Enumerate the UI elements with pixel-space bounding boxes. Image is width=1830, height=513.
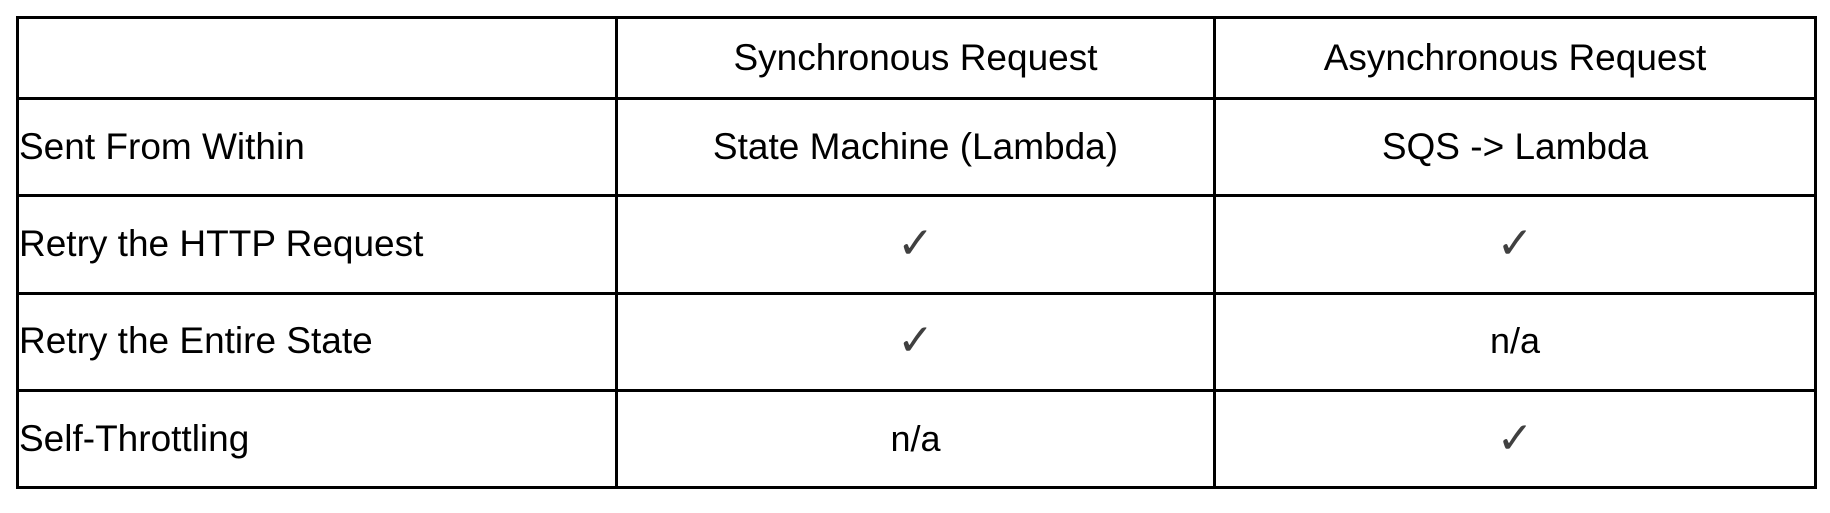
row-label-retry-the-http-request: Retry the HTTP Request	[16, 194, 618, 295]
cell-retry-http-request-synchronous: ✓	[615, 194, 1216, 295]
table-row: Sent From Within State Machine (Lambda) …	[16, 96, 1817, 198]
row-label-self-throttling: Self-Throttling	[16, 388, 618, 490]
checkmark-icon: ✓	[1496, 412, 1534, 464]
table-row: Self-Throttling n/a ✓	[16, 388, 1817, 490]
row-label-sent-from-within: Sent From Within	[16, 96, 618, 198]
checkmark-icon: ✓	[1496, 218, 1534, 270]
comparison-table: Synchronous Request Asynchronous Request…	[16, 16, 1817, 490]
checkmark-icon: ✓	[897, 218, 934, 270]
cell-sent-from-within-asynchronous: SQS -> Lambda	[1213, 96, 1817, 198]
cell-retry-entire-state-asynchronous: n/a	[1213, 291, 1817, 392]
column-header-synchronous: Synchronous Request	[615, 16, 1216, 100]
checkmark-icon: ✓	[897, 315, 934, 367]
column-header-asynchronous: Asynchronous Request	[1213, 16, 1817, 100]
cell-text: n/a	[890, 417, 941, 459]
table-row: Retry the Entire State ✓ n/a	[16, 291, 1817, 392]
table-row: Retry the HTTP Request ✓ ✓	[16, 194, 1817, 295]
table-header-row: Synchronous Request Asynchronous Request	[16, 16, 1817, 100]
table-body: Sent From Within State Machine (Lambda) …	[16, 96, 1817, 490]
row-label-retry-the-entire-state: Retry the Entire State	[16, 291, 618, 392]
cell-text: State Machine (Lambda)	[712, 125, 1119, 167]
cell-text: SQS -> Lambda	[1381, 125, 1649, 167]
cell-sent-from-within-synchronous: State Machine (Lambda)	[615, 96, 1216, 198]
table-corner-cell	[16, 16, 618, 100]
cell-self-throttling-asynchronous: ✓	[1213, 388, 1817, 490]
cell-self-throttling-synchronous: n/a	[615, 388, 1216, 490]
cell-retry-http-request-asynchronous: ✓	[1213, 194, 1817, 295]
cell-text: n/a	[1489, 320, 1541, 362]
cell-retry-entire-state-synchronous: ✓	[615, 291, 1216, 392]
comparison-table-container: Synchronous Request Asynchronous Request…	[16, 16, 1817, 490]
table-head: Synchronous Request Asynchronous Request	[16, 16, 1817, 100]
